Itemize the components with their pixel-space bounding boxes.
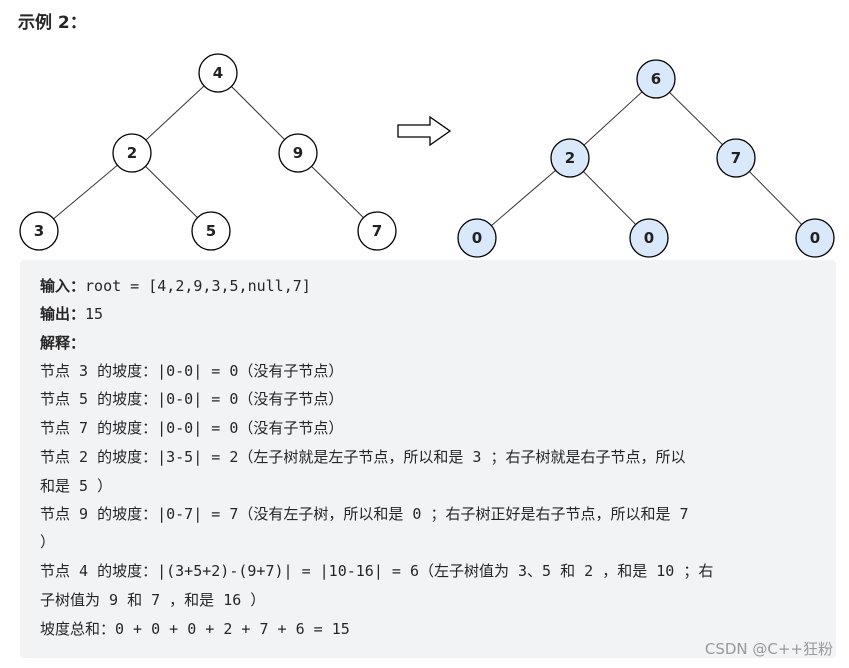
svg-text:4: 4 (213, 64, 223, 82)
svg-text:0: 0 (810, 229, 820, 247)
tree-node: 2 (550, 138, 590, 178)
svg-text:9: 9 (293, 144, 303, 162)
svg-text:6: 6 (651, 70, 661, 88)
explain-line: 节点 2 的坡度：|3-5| = 2（左子树就是左子节点，所以和是 3 ；右子树… (40, 448, 686, 466)
explain-line: 节点 5 的坡度：|0-0| = 0（没有子节点） (40, 390, 344, 408)
tree-node: 3 (19, 211, 59, 251)
tree-node: 7 (357, 211, 397, 251)
example-title: 示例 2： (18, 13, 87, 33)
tree-diagram: 4 2 9 3 5 7 (19, 53, 835, 258)
example-code-block (20, 260, 836, 658)
tree-node: 0 (629, 218, 669, 258)
explain-label: 解释： (40, 334, 86, 352)
tree-node: 5 (191, 211, 231, 251)
svg-text:0: 0 (644, 229, 654, 247)
explain-line: 和是 5 ） (40, 477, 113, 495)
input-line: 输入：root = [4,2,9,3,5,null,7] (40, 276, 311, 296)
output-label: 输出： (40, 305, 86, 323)
output-value: 15 (85, 305, 104, 323)
input-label: 输入： (40, 277, 86, 295)
tree-node: 0 (457, 218, 497, 258)
tree-node: 2 (112, 133, 152, 173)
explain-line: 子树值为 9 和 7 ，和是 16 ） (40, 591, 266, 609)
watermark: CSDN @C++狂粉 (704, 640, 833, 658)
svg-text:5: 5 (206, 222, 216, 240)
explain-line: 节点 9 的坡度：|0-7| = 7（没有左子树，所以和是 0 ；右子树正好是右… (40, 505, 689, 523)
tree-node: 7 (716, 138, 756, 178)
explain-line: 节点 3 的坡度：|0-0| = 0（没有子节点） (40, 362, 344, 380)
after-tree-nodes: 6 2 7 0 0 0 (457, 59, 835, 258)
explain-line: 节点 4 的坡度：|(3+5+2)-(9+7)| = |10-16| = 6（左… (40, 562, 714, 580)
input-value: root = [4,2,9,3,5,null,7] (85, 277, 311, 295)
svg-text:7: 7 (731, 149, 741, 167)
svg-text:0: 0 (472, 229, 482, 247)
tree-node: 6 (636, 59, 676, 99)
svg-text:2: 2 (565, 149, 575, 167)
explain-line: 节点 7 的坡度：|0-0| = 0（没有子节点） (40, 419, 344, 437)
output-line: 输出：15 (40, 304, 103, 324)
svg-text:2: 2 (127, 144, 137, 162)
svg-text:7: 7 (372, 222, 382, 240)
explain-line: ） (40, 533, 56, 551)
svg-text:3: 3 (34, 222, 44, 240)
before-tree-nodes: 4 2 9 3 5 7 (19, 53, 397, 251)
after-tree-edges (476, 78, 816, 239)
tree-node: 0 (795, 218, 835, 258)
tree-node: 9 (278, 133, 318, 173)
explain-line: 坡度总和：0 + 0 + 0 + 2 + 7 + 6 = 15 (40, 620, 350, 638)
tree-node: 4 (198, 53, 238, 93)
before-tree-edges (38, 72, 378, 232)
right-arrow-icon (397, 115, 452, 147)
